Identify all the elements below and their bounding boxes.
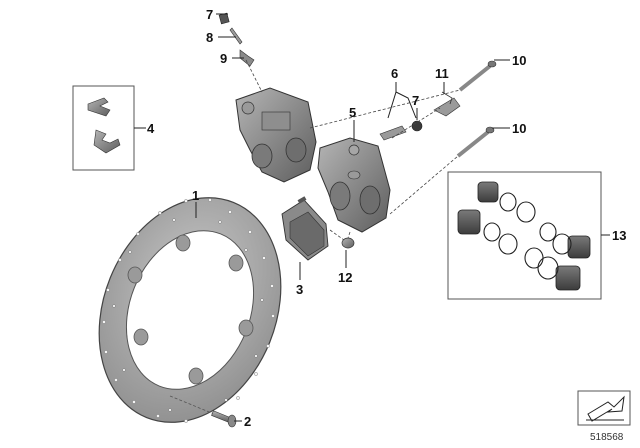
retaining-pin-icon[interactable] (433, 91, 461, 117)
caliper-bolt-icon[interactable] (458, 60, 497, 92)
caliper-bolt-icon[interactable] (456, 126, 495, 158)
pad-spring-icon[interactable] (87, 97, 121, 154)
callout-10: 10 (512, 121, 526, 136)
callout-7: 7 (412, 93, 419, 108)
brake-caliper-icon[interactable] (317, 137, 391, 233)
assembly-guide-lines (245, 59, 461, 241)
navigation-arrow-icon[interactable] (577, 390, 631, 426)
brake-caliper-icon[interactable] (235, 87, 317, 183)
brake-disc-icon[interactable] (67, 170, 313, 448)
callout-9: 9 (220, 51, 227, 66)
leader-lines (134, 13, 610, 422)
callout-11: 11 (435, 66, 449, 81)
callout-7: 7 (206, 7, 213, 22)
callout-10: 10 (512, 53, 526, 68)
callout-13: 13 (612, 228, 626, 243)
callout-3: 3 (296, 282, 303, 297)
callout-4: 4 (147, 121, 155, 136)
callout-5: 5 (349, 105, 356, 120)
brake-pads-icon[interactable] (281, 196, 329, 261)
callout-8: 8 (206, 30, 213, 45)
seal-ring-icon[interactable] (483, 192, 572, 280)
bleed-valve-icon[interactable] (218, 12, 423, 141)
document-number: 518568 (590, 432, 624, 443)
callout-1: 1 (192, 188, 199, 203)
callout-6: 6 (391, 66, 398, 81)
callout-2: 2 (244, 414, 251, 429)
piston-icon[interactable] (457, 181, 591, 291)
callout-12: 12 (338, 270, 352, 285)
